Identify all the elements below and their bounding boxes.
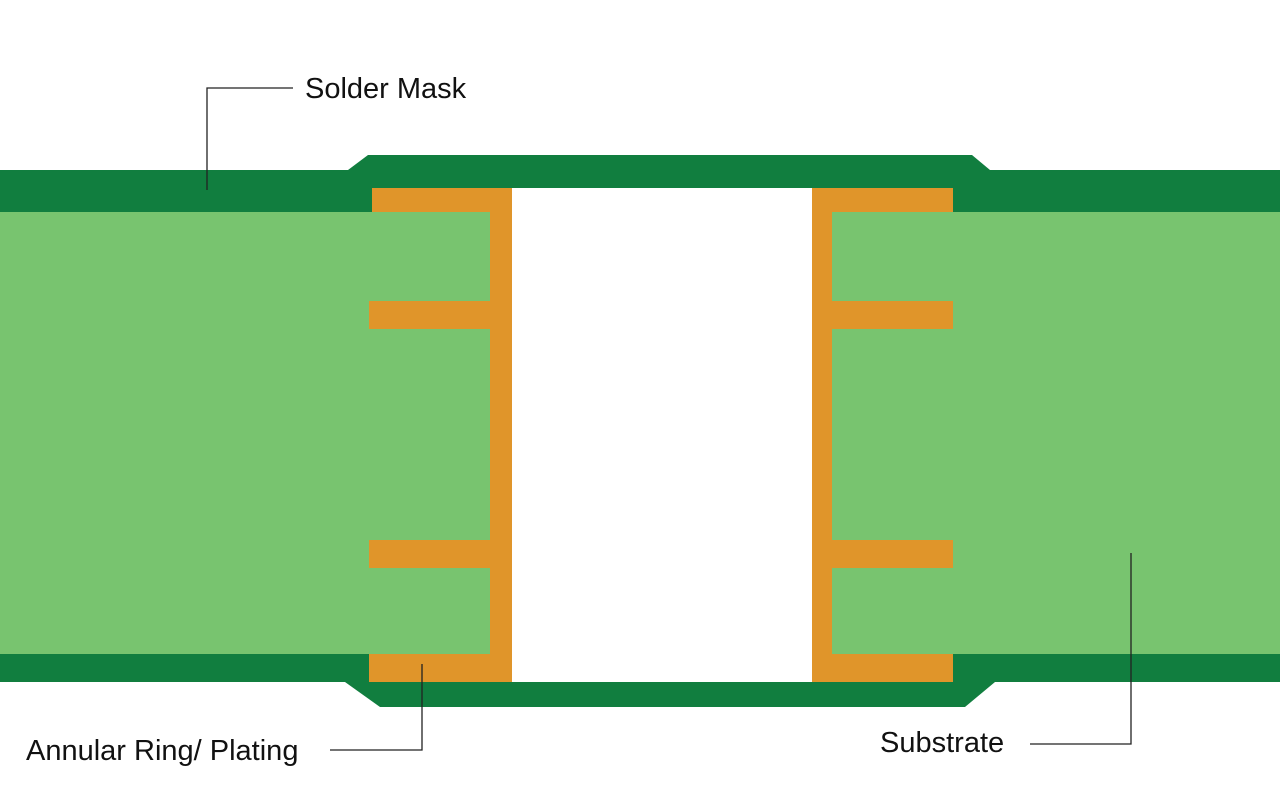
- substrate: [0, 212, 1280, 654]
- solder-mask-top-right: [953, 170, 1280, 212]
- substrate-label: Substrate: [880, 727, 1004, 759]
- solder-mask-bottom-left: [0, 654, 372, 682]
- annular-ring-label: Annular Ring/ Plating: [26, 735, 298, 767]
- inner-layer-pad-right-1: [832, 301, 953, 329]
- top-annular-ring-left: [372, 188, 512, 212]
- solder-mask-label: Solder Mask: [305, 73, 467, 105]
- top-annular-ring-right: [812, 188, 953, 212]
- solder-mask-leader-line: [206, 87, 293, 190]
- inner-layer-pad-left-1: [369, 301, 490, 329]
- inner-layer-pad-right-2: [832, 540, 953, 568]
- annular-ring-leader-line: [330, 664, 423, 751]
- substrate-right: [832, 212, 1280, 654]
- solder-mask-top-cap: [348, 155, 990, 188]
- solder-mask-bottom-cap: [345, 682, 995, 707]
- drilled-hole: [512, 188, 812, 682]
- barrel-plating-right: [812, 188, 832, 682]
- solder-mask-top-left: [0, 170, 372, 212]
- copper-plating: [369, 188, 953, 682]
- solder-mask-bottom-right: [953, 654, 1280, 682]
- substrate-left: [0, 212, 490, 654]
- bottom-annular-ring-left: [369, 654, 512, 682]
- substrate-leader-line: [1030, 553, 1132, 745]
- bottom-annular-ring-right: [812, 654, 953, 682]
- inner-layer-pad-left-2: [369, 540, 490, 568]
- solder-mask: [0, 155, 1280, 707]
- barrel-plating-left: [490, 188, 512, 682]
